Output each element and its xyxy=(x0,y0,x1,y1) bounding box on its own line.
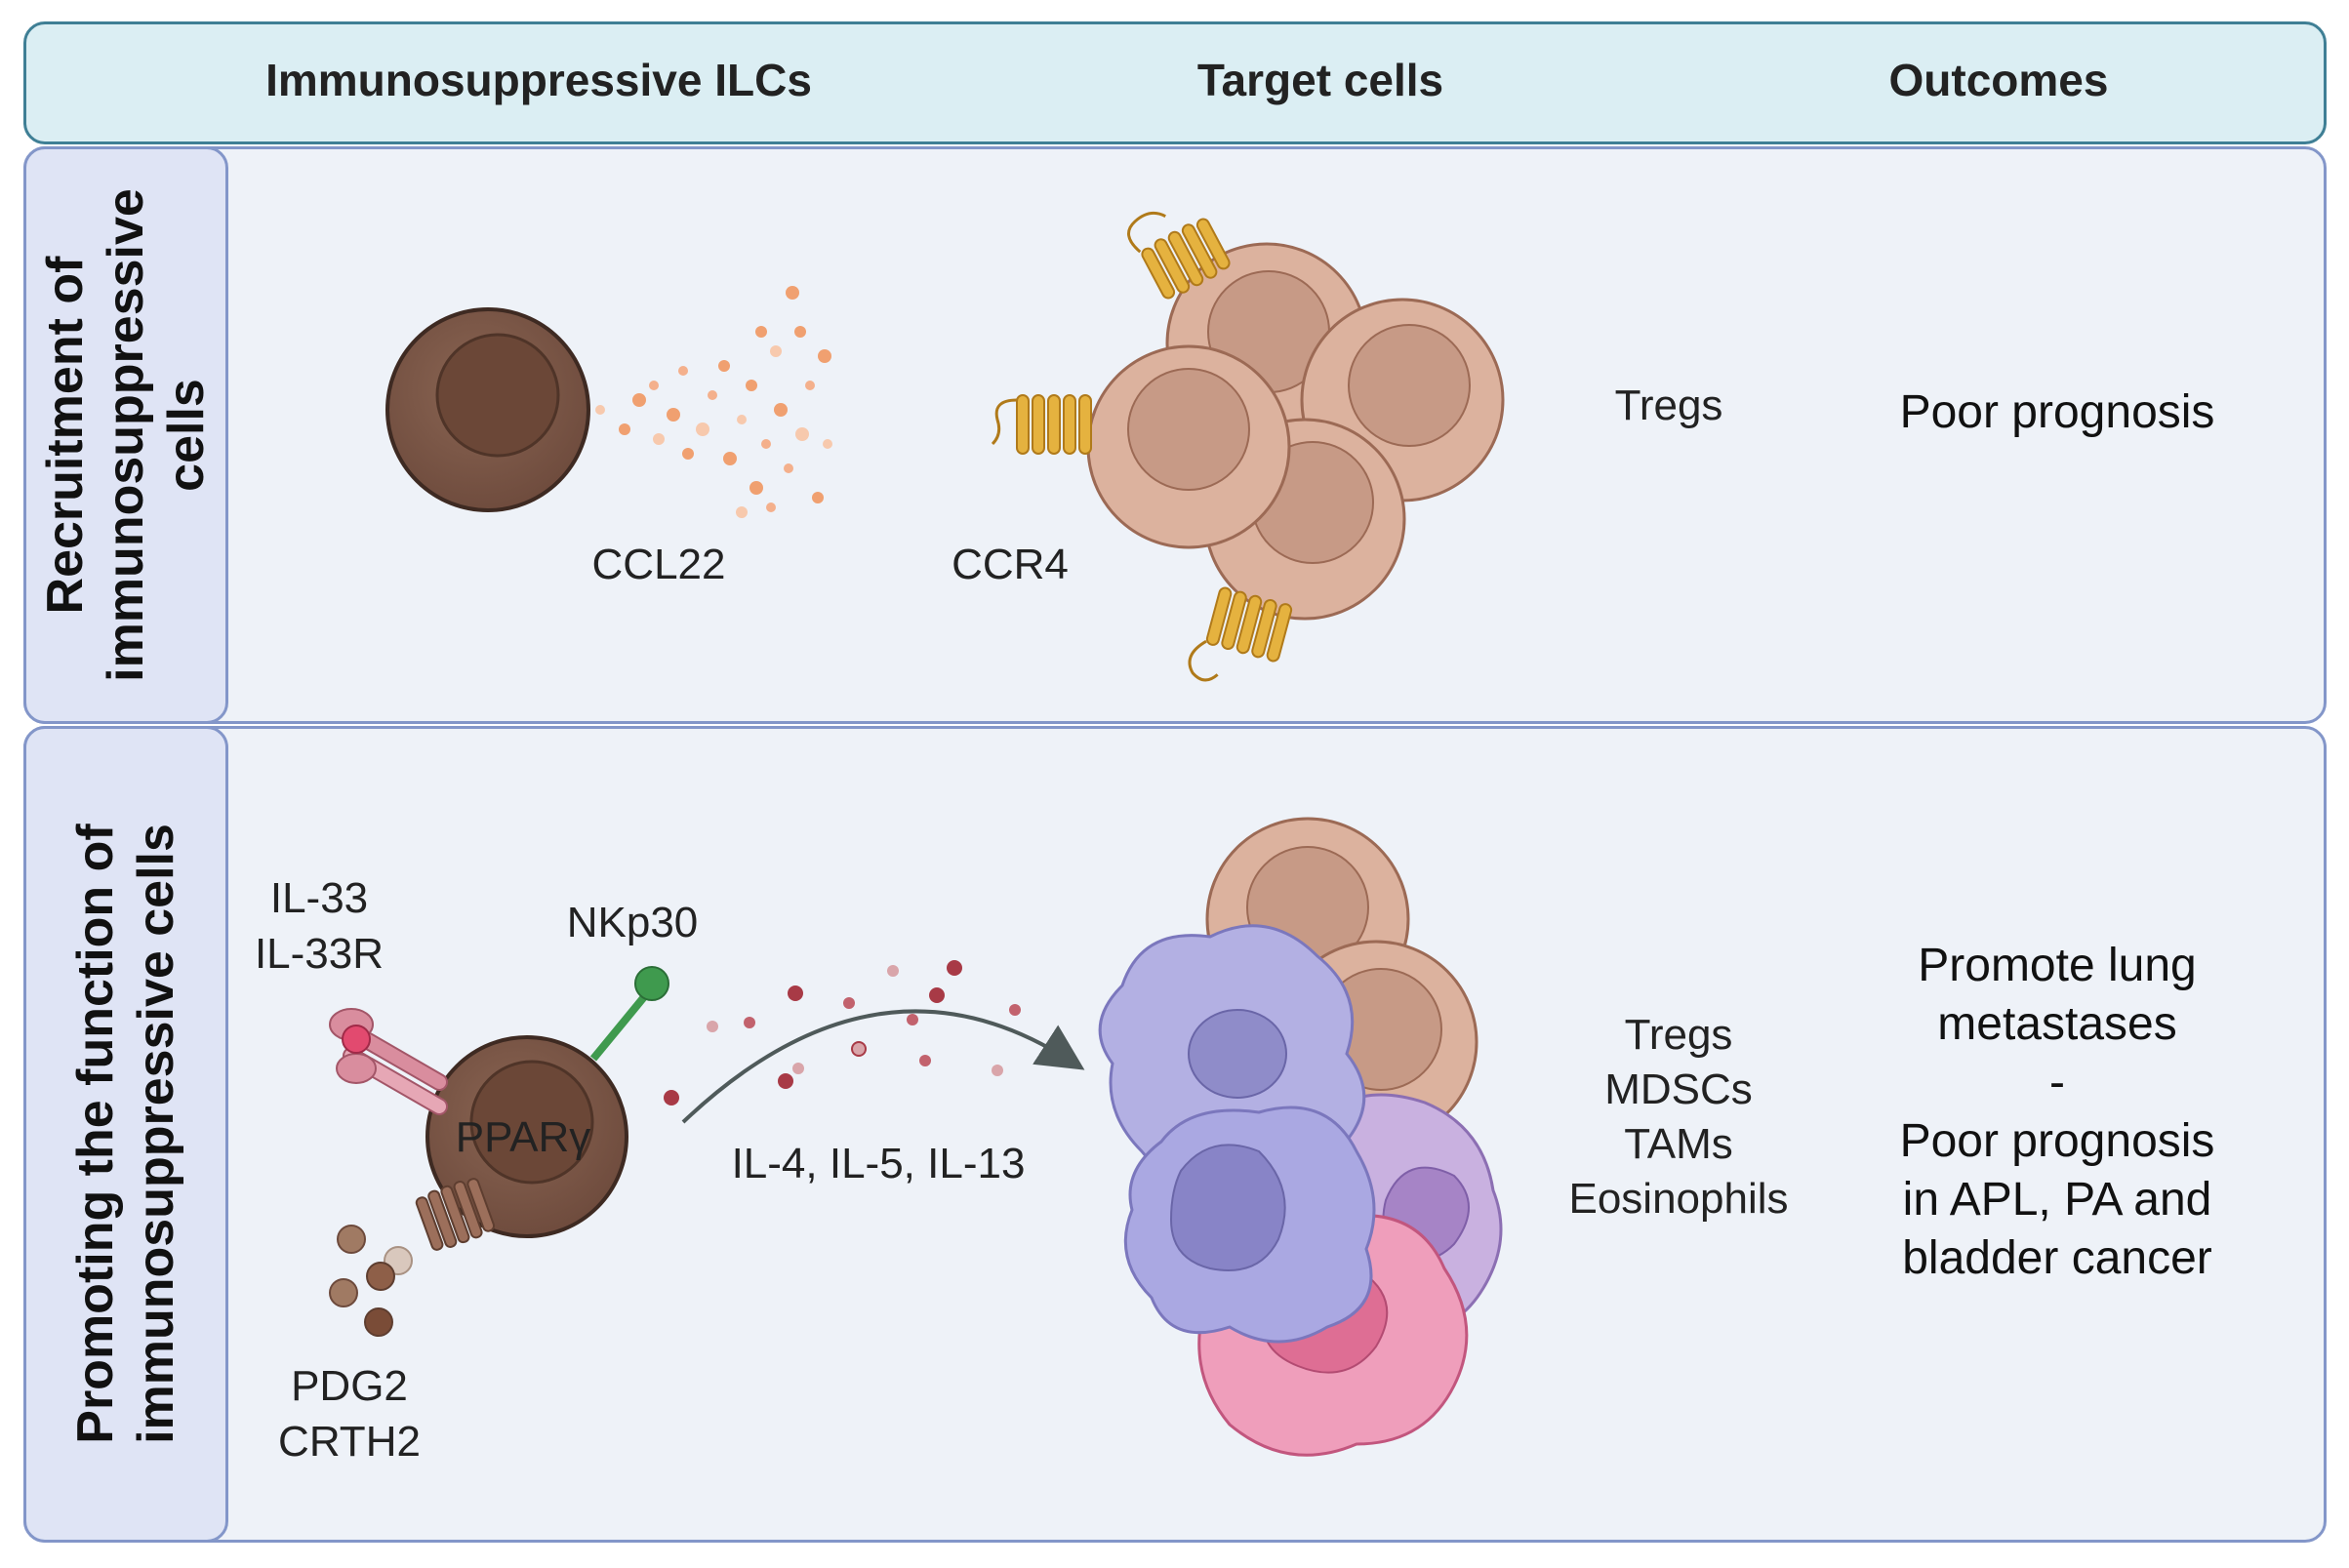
ccl22-dot xyxy=(708,390,717,400)
cytokine-dot xyxy=(929,987,945,1003)
ccl22-dot xyxy=(755,326,767,338)
ccl22-dot xyxy=(632,393,646,407)
il33-label: IL-33 xyxy=(269,874,369,922)
ccl22-chemokine-dots xyxy=(595,286,832,518)
ccl22-dot xyxy=(723,452,737,465)
ccl22-dot xyxy=(794,326,806,338)
nkp30-receptor-icon xyxy=(589,966,669,1062)
ccl22-dot xyxy=(766,503,776,512)
ccl22-dot xyxy=(784,463,793,473)
pdg2-molecule-dots xyxy=(329,1225,413,1337)
cytokine-dot xyxy=(853,1043,865,1055)
header-outcomes: Outcomes xyxy=(1888,55,2109,105)
ccl22-dot xyxy=(761,439,771,449)
ccl22-dot xyxy=(786,286,799,300)
ccl22-dot xyxy=(818,349,831,363)
cytokine-dot xyxy=(907,1014,918,1025)
target-cell-name: Tregs xyxy=(1624,1011,1733,1059)
treg-cell-cluster xyxy=(1086,242,1505,621)
ccr4-receptor-icon xyxy=(991,394,1092,455)
target-cell-cluster-row2 xyxy=(1098,817,1503,1457)
ccl22-dot xyxy=(812,492,824,503)
target-cells-row2: Tregs MDSCs TAMs Eosinophils xyxy=(1568,1008,1788,1226)
ccl22-dot xyxy=(595,405,605,415)
cytokine-dot xyxy=(887,965,899,977)
outcome-row2: Promote lung metastases - Poor prognosis… xyxy=(1899,940,2215,1284)
crth2-label: CRTH2 xyxy=(278,1418,421,1466)
ccl22-dot xyxy=(649,381,659,390)
target-cell-name: Eosinophils xyxy=(1568,1175,1789,1223)
cytokine-dot xyxy=(1009,1004,1021,1016)
side-tab-recruitment xyxy=(23,146,228,724)
ccl22-dot xyxy=(770,345,782,357)
ccl22-dot xyxy=(619,423,630,435)
side-label-promoting-function: Promoting the function of immunosuppress… xyxy=(67,824,184,1444)
ccl22-dot xyxy=(718,360,730,372)
ccl22-label: CCL22 xyxy=(591,541,726,588)
ccr4-receptor-icon xyxy=(1188,586,1293,682)
cytokine-dots xyxy=(664,960,1021,1106)
target-cell-name: MDSCs xyxy=(1604,1065,1753,1113)
cytokine-dot xyxy=(792,1063,804,1074)
side-label-recruitment: Recruitment of immunosuppressive cells xyxy=(37,188,215,682)
ccl22-dot xyxy=(696,422,709,436)
cytokine-dot xyxy=(843,997,855,1009)
target-cell-name: TAMs xyxy=(1624,1120,1733,1168)
ccl22-dot xyxy=(682,448,694,460)
cytokine-dot xyxy=(992,1065,1003,1076)
nkp30-label: NKp30 xyxy=(566,899,699,946)
ccl22-dot xyxy=(795,427,809,441)
cytokines-label: IL-4, IL-5, IL-13 xyxy=(731,1140,1026,1187)
ccl22-dot xyxy=(774,403,788,417)
crth2-receptor-icon xyxy=(415,1178,496,1251)
header-target-cells: Target cells xyxy=(1196,55,1444,105)
ccr4-receptor-icon xyxy=(1127,211,1231,300)
cytokine-dot xyxy=(707,1021,718,1032)
ccl22-dot xyxy=(737,415,747,424)
header-ilcs: Immunosuppressive ILCs xyxy=(265,55,812,105)
ccr4-label: CCR4 xyxy=(952,541,1069,588)
ccl22-dot xyxy=(749,481,763,495)
ilc-cell-row1 xyxy=(385,307,590,512)
ccl22-dot xyxy=(736,506,748,518)
side-tab-promoting-function xyxy=(23,726,228,1543)
cytokine-dot xyxy=(919,1055,931,1066)
outcome-row1: Poor prognosis xyxy=(1899,386,2215,438)
target-cells-row1: Tregs xyxy=(1614,382,1723,429)
il33r-label: IL-33R xyxy=(254,930,385,978)
il33r-receptor-icon xyxy=(329,1008,449,1115)
ccl22-dot xyxy=(653,433,665,445)
il33-ligand-icon xyxy=(342,1025,371,1054)
cytokine-dot xyxy=(947,960,962,976)
ccl22-dot xyxy=(667,408,680,422)
cytokine-dot xyxy=(788,985,803,1001)
cytokine-dot xyxy=(778,1073,793,1089)
secretion-arrow xyxy=(681,1009,1085,1124)
ccl22-dot xyxy=(678,366,688,376)
ccl22-dot xyxy=(805,381,815,390)
cytokine-dot xyxy=(664,1090,679,1106)
ppar-label: PPARγ xyxy=(455,1113,591,1161)
ccl22-dot xyxy=(823,439,832,449)
cytokine-dot xyxy=(744,1017,755,1028)
ccl22-dot xyxy=(746,380,757,391)
header-bar xyxy=(23,21,2327,144)
pdg2-label: PDG2 xyxy=(291,1362,408,1410)
